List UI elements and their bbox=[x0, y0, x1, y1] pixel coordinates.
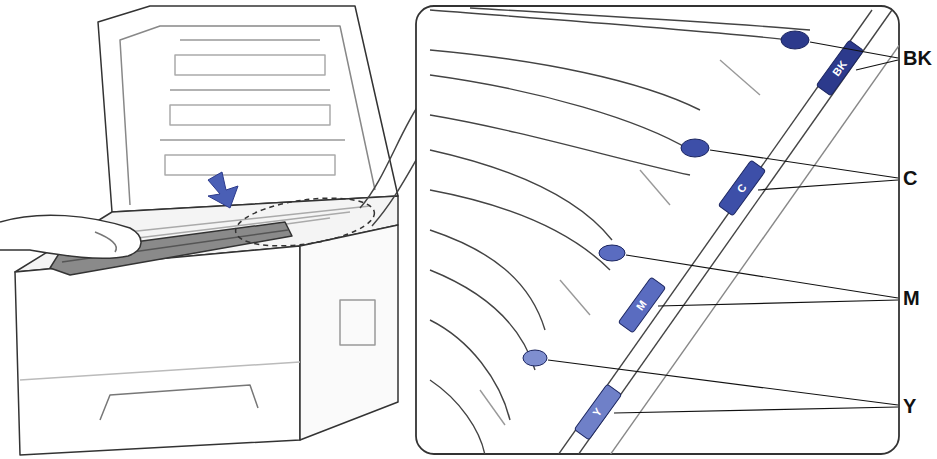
callout-label: C bbox=[903, 168, 917, 188]
callout-label: BK bbox=[903, 48, 932, 68]
callout-label: Y bbox=[903, 396, 916, 416]
callout-label: M bbox=[903, 288, 920, 308]
